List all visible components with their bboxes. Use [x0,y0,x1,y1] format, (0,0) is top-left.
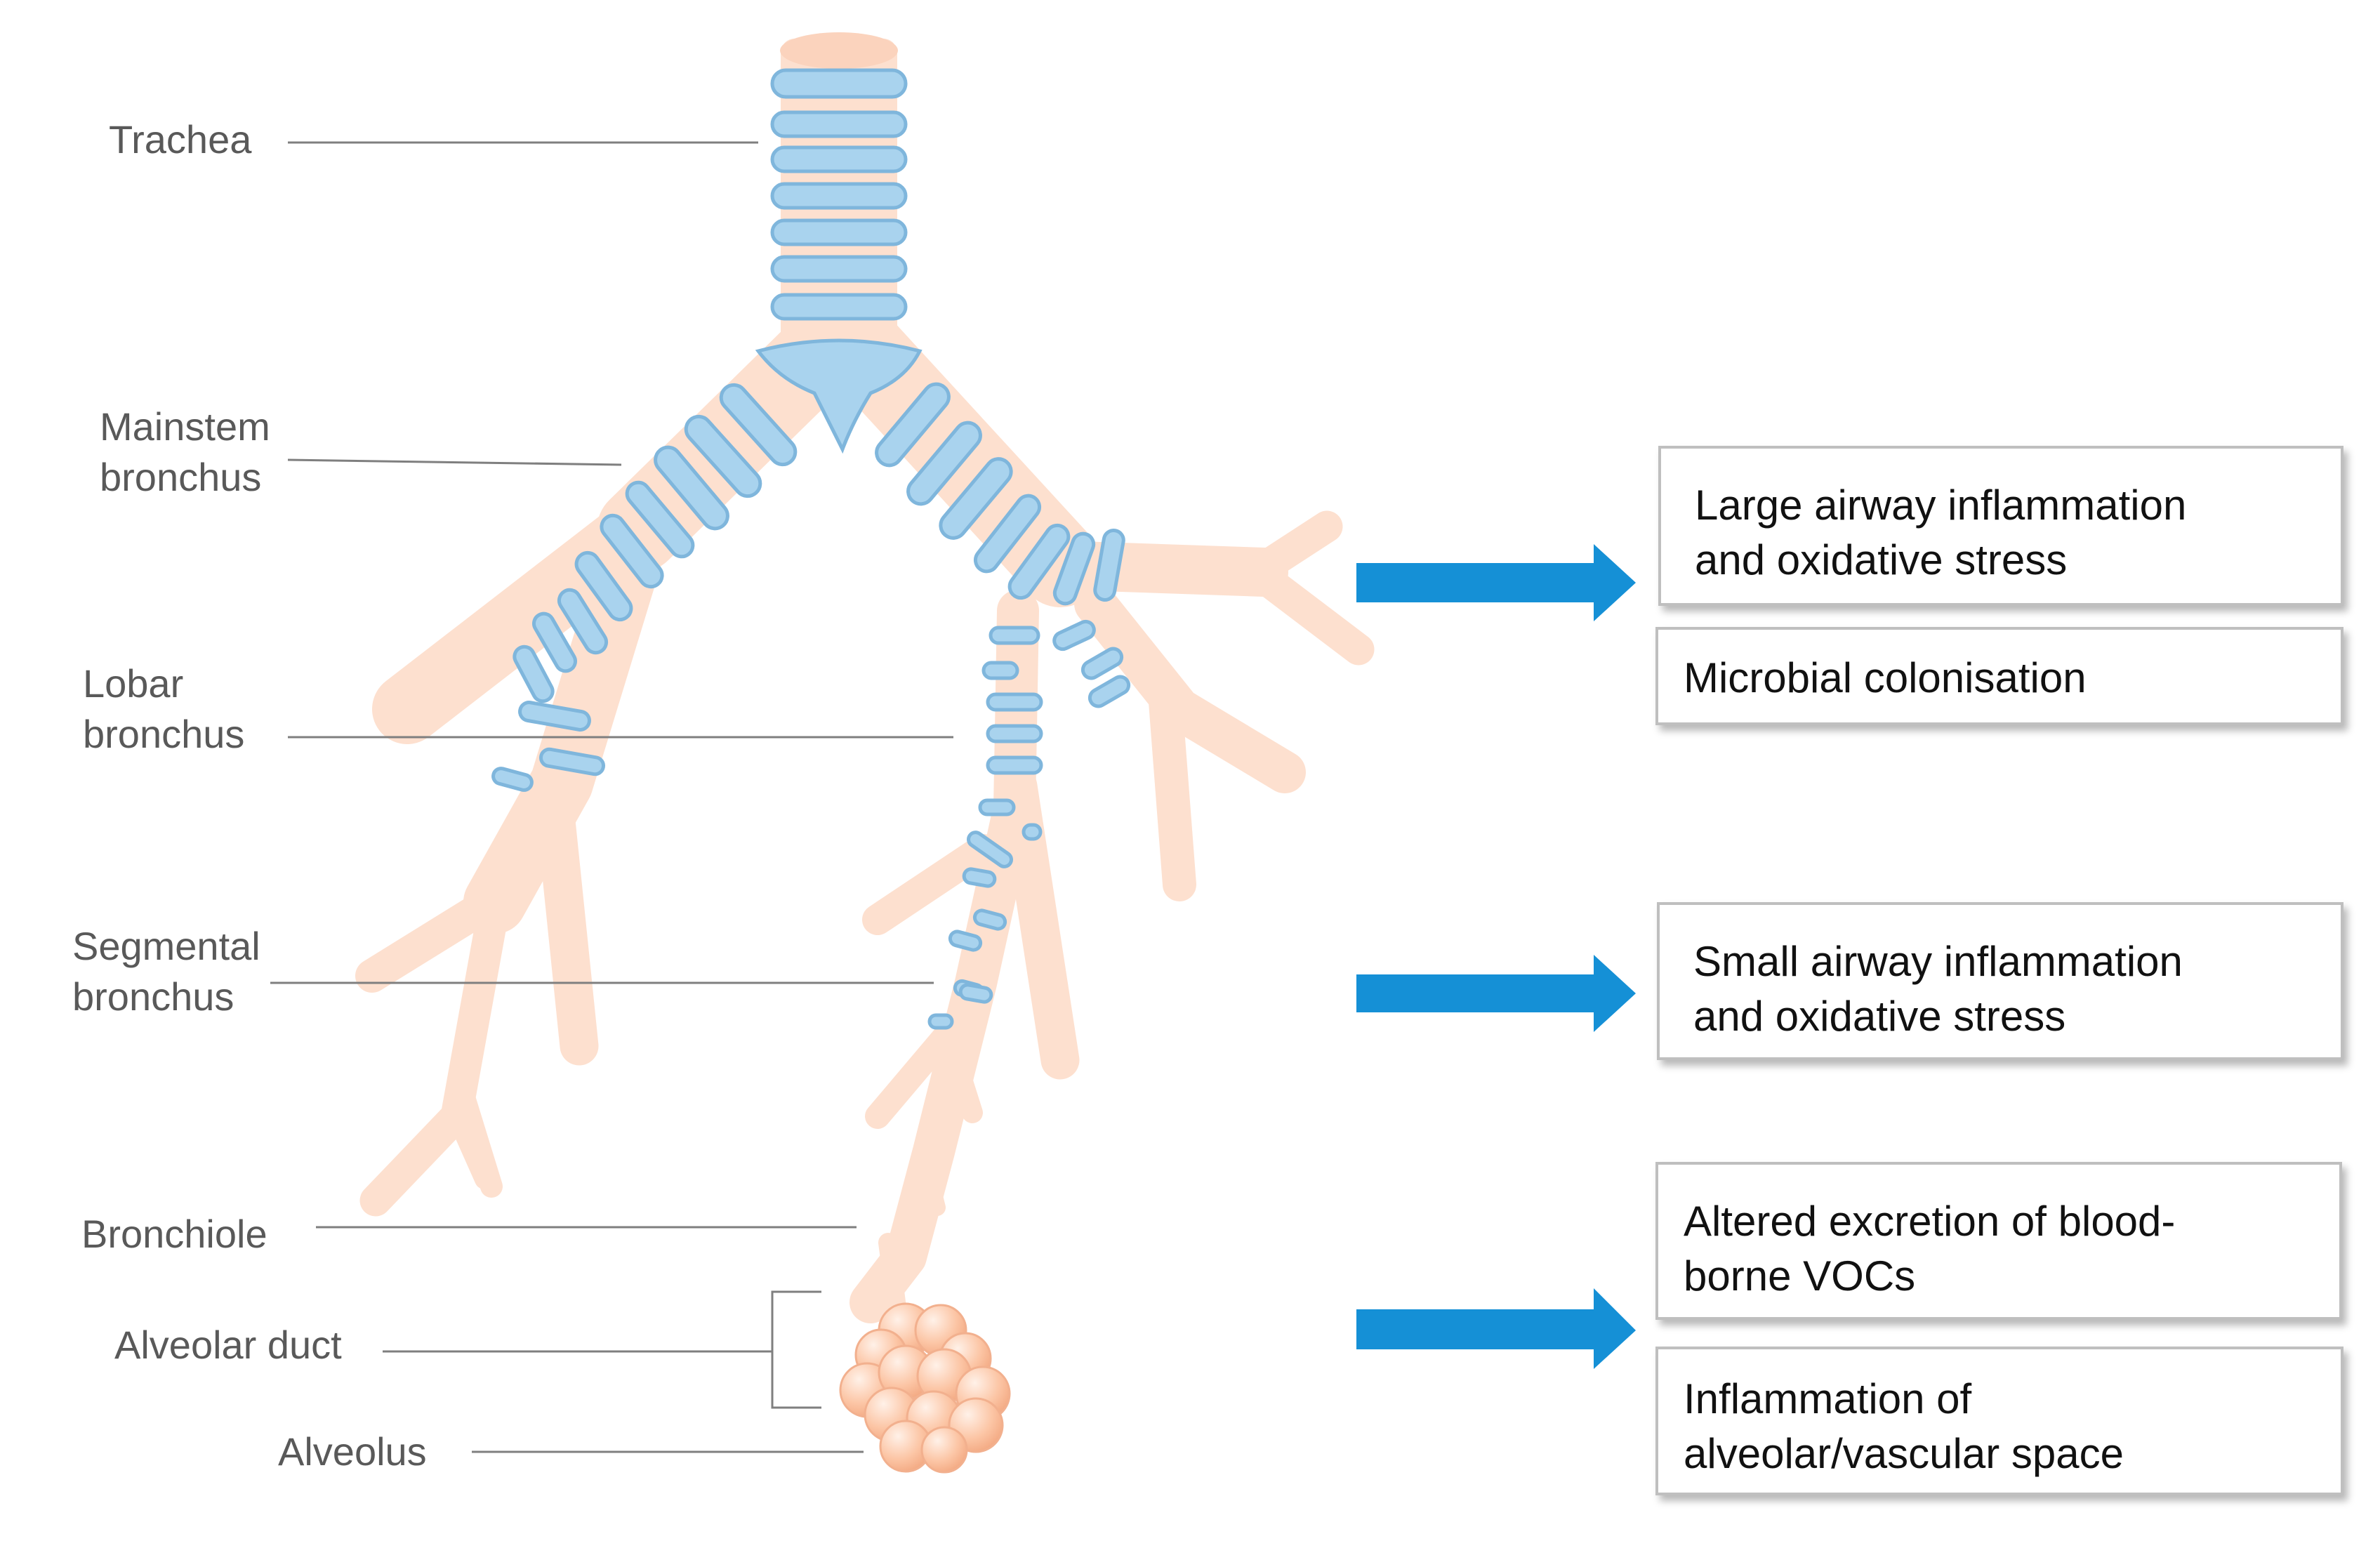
tracheal-ring [770,110,908,138]
label-alveolus: Alveolus [278,1427,427,1477]
tracheal-ring [770,182,908,210]
label-trachea: Trachea [109,114,251,165]
bronchial-ring [513,644,555,703]
alveolar-inflammation-box: Inflammation of alveolar/vascular space [1655,1347,2343,1495]
label-bronchiole-text: Bronchiole [81,1212,267,1256]
small-airway-line2: and oxidative stress [1693,993,2066,1040]
left-twig-2 [447,1106,494,1189]
bronchial-ring [1080,647,1124,680]
bronchial-ring [875,382,951,468]
label-mainstem-bronchus: Mainstem bronchus [100,402,270,503]
bronchial-ring [654,445,729,531]
bronchial-ring [625,480,695,559]
label-lobar-line1: Lobar [83,661,184,706]
alveolar-inflammation-line1: Inflammation of [1684,1375,1972,1422]
bronchial-ring [989,626,1040,645]
trachea-top [780,32,898,69]
bronchial-ring [986,724,1043,743]
right-lower-twig [918,1157,946,1216]
right-lower-branch-4 [941,1036,983,1123]
bronchial-ring [1007,523,1071,600]
bronchiole-tube [878,1233,907,1323]
bronchial-ring [557,588,609,655]
bronchial-ring [1052,619,1096,652]
bronchial-ring [539,747,605,776]
bronchial-ring [600,513,664,589]
tracheal-ring [770,68,908,99]
tracheal-ring [770,145,908,173]
bronchial-ring [948,930,983,952]
bronchial-ring [906,421,982,506]
right-lower-lobar-bronchus [849,590,1039,1323]
right-upper-lobe [1036,541,1288,597]
large-airway-arrow[interactable] [1356,544,1636,621]
bronchial-ring [986,692,1043,712]
right-middle-branch [1149,685,1196,901]
label-mainstem-line1: Mainstem [100,404,270,449]
bronchial-ring [719,383,798,467]
leader-lines [270,141,953,1453]
alveolar-sac [839,1302,1011,1474]
bronchial-ring [962,867,997,888]
left-branch-a [535,788,599,1066]
label-alveolus-text: Alveolus [278,1429,427,1474]
label-bronchiole: Bronchiole [81,1209,267,1259]
bronchial-ring [1052,531,1096,606]
bronchial-ring [981,661,1019,680]
bronchial-ring [973,494,1042,574]
alveolus-bubble [920,1426,968,1474]
bronchial-ring [939,457,1013,540]
tracheal-ring [770,255,908,283]
altered-excretion-line2: borne VOCs [1684,1252,1916,1299]
small-airway-inflammation-box: Small airway inflammation and oxidative … [1657,902,2343,1060]
bronchial-ring [491,767,534,792]
label-segmental-line1: Segmental [72,924,260,968]
label-alveolar-duct-text: Alveolar duct [114,1323,342,1367]
cartilage-rings [491,68,1131,1030]
tracheal-ring [770,218,908,246]
bronchial-ring [1093,529,1125,602]
right-lower-branch-3 [865,1012,967,1129]
large-airway-inflammation-box: Large airway inflammation and oxidative … [1658,446,2343,606]
bronchial-ring [927,1013,954,1030]
mainstem-leader [287,458,622,466]
bronchial-ring [958,983,993,1004]
alveolar-duct-bracket [771,1290,821,1409]
bronchial-ring [1087,675,1131,708]
bronchial-ring [518,701,591,732]
alveolar-arrow[interactable] [1356,1288,1636,1369]
microbial-colonisation-box: Microbial colonisation [1655,627,2343,725]
large-airway-line1: Large airway inflammation [1695,482,2187,529]
label-segmental-line2: bronchus [72,974,234,1019]
label-lobar-bronchus: Lobar bronchus [83,659,244,760]
altered-excretion-line1: Altered excretion of blood- [1684,1198,2176,1245]
label-mainstem-line2: bronchus [100,455,262,499]
small-airway-line1: Small airway inflammation [1693,938,2183,985]
bronchial-ring [967,831,1013,868]
bronchial-ring [972,908,1007,931]
bronchial-ring [532,611,577,673]
large-airway-line2: and oxidative stress [1695,536,2068,583]
bronchial-ring [574,550,633,622]
label-lobar-line2: bronchus [83,712,245,756]
bronchial-ring [986,755,1043,775]
label-segmental-bronchus: Segmental bronchus [72,921,260,1022]
alveolar-inflammation-line2: alveolar/vascular space [1684,1430,2124,1477]
label-trachea-text: Trachea [109,117,252,161]
label-alveolar-duct: Alveolar duct [114,1320,342,1370]
right-upper-branch-2 [1241,556,1375,666]
microbial-line1: Microbial colonisation [1684,654,2087,701]
tracheal-ring [770,293,908,321]
bronchial-ring [684,414,762,498]
bronchial-ring [1022,823,1043,841]
bronchial-ring [978,798,1016,816]
arrows [1356,544,1636,1369]
right-lower-branch-2 [862,834,998,935]
small-airway-arrow[interactable] [1356,955,1636,1032]
altered-excretion-box: Altered excretion of blood- borne VOCs [1655,1162,2342,1320]
carina-cartilage [755,338,923,454]
